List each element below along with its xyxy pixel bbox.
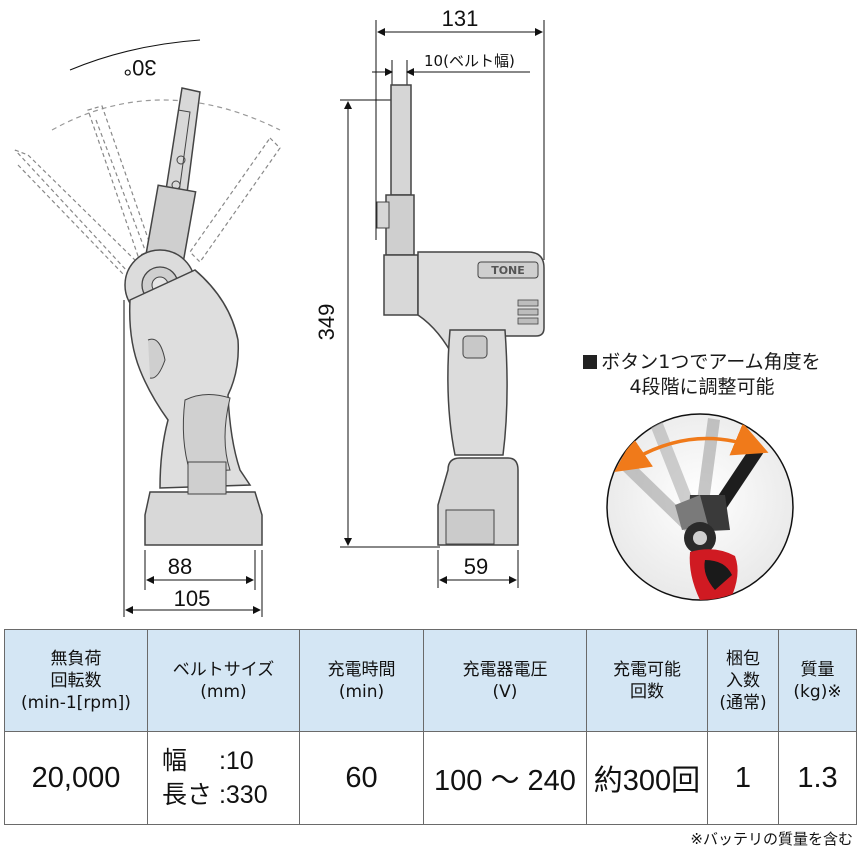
overall-width-dimension: 105	[174, 586, 211, 611]
caption-line-1: ボタン1つでアーム角度を	[601, 351, 821, 373]
grip-width-dimension: 88	[168, 554, 192, 579]
value-mass: 1.3	[778, 731, 857, 825]
spec-table: 無負荷 回転数 (min-1[rpm]) ベルトサイズ (mm) 充電時間 (m…	[4, 629, 857, 825]
front-view	[14, 39, 281, 617]
footnote: ※バッテリの質量を含む	[690, 830, 853, 848]
bullet-square-icon	[583, 355, 598, 369]
height-dimension: 349	[314, 304, 339, 341]
arm-angle-dimension: 30°	[123, 55, 156, 80]
value-belt-size: 幅 :10 長さ :330	[147, 731, 300, 825]
value-pack: 1	[707, 731, 779, 825]
value-charge-time: 60	[299, 731, 424, 825]
side-view	[340, 20, 545, 588]
header-pack: 梱包 入数 (通常)	[707, 629, 779, 732]
header-mass: 質量 (kg)※	[778, 629, 857, 732]
belt-width-dimension: 10(ベルト幅)	[424, 52, 515, 70]
spec-header-row: 無負荷 回転数 (min-1[rpm]) ベルトサイズ (mm) 充電時間 (m…	[4, 629, 857, 732]
header-belt-size: ベルトサイズ (mm)	[147, 629, 300, 732]
header-charge-count: 充電可能 回数	[586, 629, 708, 732]
arm-angle-photo	[606, 413, 794, 601]
value-charge-count: 約300回	[586, 731, 708, 825]
spec-value-row: 20,000 幅 :10 長さ :330 60 100 ～ 240 約300回 …	[4, 731, 857, 825]
value-belt-length: 長さ :330	[162, 781, 268, 809]
header-rpm: 無負荷 回転数 (min-1[rpm])	[4, 629, 148, 732]
caption-line-2: 4段階に調整可能	[629, 376, 775, 398]
base-width-dimension: 59	[464, 554, 488, 579]
brand-label: TONE	[491, 264, 525, 277]
side-width-dimension: 131	[442, 6, 479, 31]
caption: ボタン1つでアーム角度を 4段階に調整可能	[552, 350, 852, 400]
header-charge-time: 充電時間 (min)	[299, 629, 424, 732]
header-voltage: 充電器電圧 (V)	[423, 629, 587, 732]
value-rpm: 20,000	[4, 731, 148, 825]
value-belt-width: 幅 :10	[162, 747, 254, 775]
value-voltage: 100 ～ 240	[423, 731, 587, 825]
